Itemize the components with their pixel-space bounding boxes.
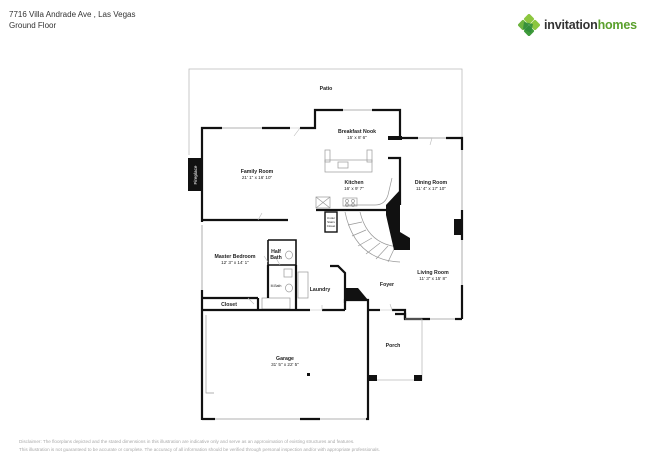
svg-text:Family Room: Family Room [241, 169, 274, 175]
svg-text:Master Bedroom: Master Bedroom [215, 254, 256, 260]
svg-text:Stairs: Stairs [327, 220, 335, 224]
floor-label: Ground Floor [9, 21, 57, 30]
room-garage: Garage 31' 5" x 22' 5" [271, 356, 299, 367]
room-porch: Porch [386, 343, 401, 349]
disclaimer: Disclaimer: The floorplans depicted and … [19, 438, 380, 453]
fireplace-block [188, 158, 203, 191]
svg-text:31' 5" x 22' 5": 31' 5" x 22' 5" [271, 362, 299, 367]
patio-outline [188, 68, 463, 155]
room-m-bath: M.Bath [271, 284, 282, 288]
invitation-homes-logo: invitationhomes [518, 14, 637, 36]
room-patio: Patio [320, 86, 333, 92]
svg-text:Living Room: Living Room [417, 270, 449, 276]
property-address: 7716 Villa Andrade Ave , Las Vegas [9, 10, 136, 19]
svg-text:Under: Under [327, 216, 335, 220]
svg-text:Bath: Bath [270, 255, 282, 261]
room-laundry: Laundry [310, 287, 331, 293]
svg-text:Breakfast Nook: Breakfast Nook [338, 129, 376, 135]
room-half-bath: Half Bath [270, 249, 282, 261]
fireplace-label: Fireplace [193, 165, 198, 184]
svg-text:16' x 9' 7": 16' x 9' 7" [344, 186, 364, 191]
svg-text:Patio: Patio [320, 86, 333, 92]
svg-text:21' 1" x 16' 10": 21' 1" x 16' 10" [242, 175, 273, 180]
svg-text:Kitchen: Kitchen [344, 180, 363, 186]
svg-text:Closet: Closet [327, 224, 336, 228]
logo-wordmark: invitationhomes [544, 18, 637, 32]
room-dining-room: Dining Room 11' 4" x 17' 10" [415, 180, 448, 191]
room-living-room: Living Room 11' 3" x 15' 8" [417, 270, 449, 281]
svg-text:11' 3" x 15' 8": 11' 3" x 15' 8" [419, 276, 447, 281]
room-family-room: Family Room 21' 1" x 16' 10" [241, 169, 274, 180]
svg-text:M.Bath: M.Bath [271, 284, 282, 288]
svg-text:Half: Half [271, 249, 281, 255]
svg-text:15' x 8' 6": 15' x 8' 6" [347, 135, 367, 140]
svg-text:Laundry: Laundry [310, 287, 331, 293]
svg-text:Closet: Closet [221, 302, 237, 308]
svg-text:12' 3" x 14' 1": 12' 3" x 14' 1" [221, 260, 249, 265]
room-master-bedroom: Master Bedroom 12' 3" x 14' 1" [215, 254, 256, 265]
clover-logo-icon [518, 14, 540, 36]
svg-text:Dining Room: Dining Room [415, 180, 448, 186]
room-kitchen: Kitchen 16' x 9' 7" [344, 180, 364, 191]
room-foyer: Foyer [380, 282, 394, 288]
svg-text:Garage: Garage [276, 356, 294, 362]
page-header: 7716 Villa Andrade Ave , Las Vegas Groun… [9, 9, 135, 31]
svg-text:Foyer: Foyer [380, 282, 394, 288]
disclaimer-line-2: This illustration is not guaranteed to b… [19, 446, 380, 452]
disclaimer-line-1: Disclaimer: The floorplans depicted and … [19, 439, 355, 444]
room-under-stairs-closet: Under Stairs Closet [327, 216, 336, 228]
svg-text:11' 4" x 17' 10": 11' 4" x 17' 10" [416, 186, 446, 191]
room-breakfast-nook: Breakfast Nook 15' x 8' 6" [338, 129, 376, 140]
room-closet: Closet [221, 302, 237, 308]
svg-text:Porch: Porch [386, 343, 401, 349]
